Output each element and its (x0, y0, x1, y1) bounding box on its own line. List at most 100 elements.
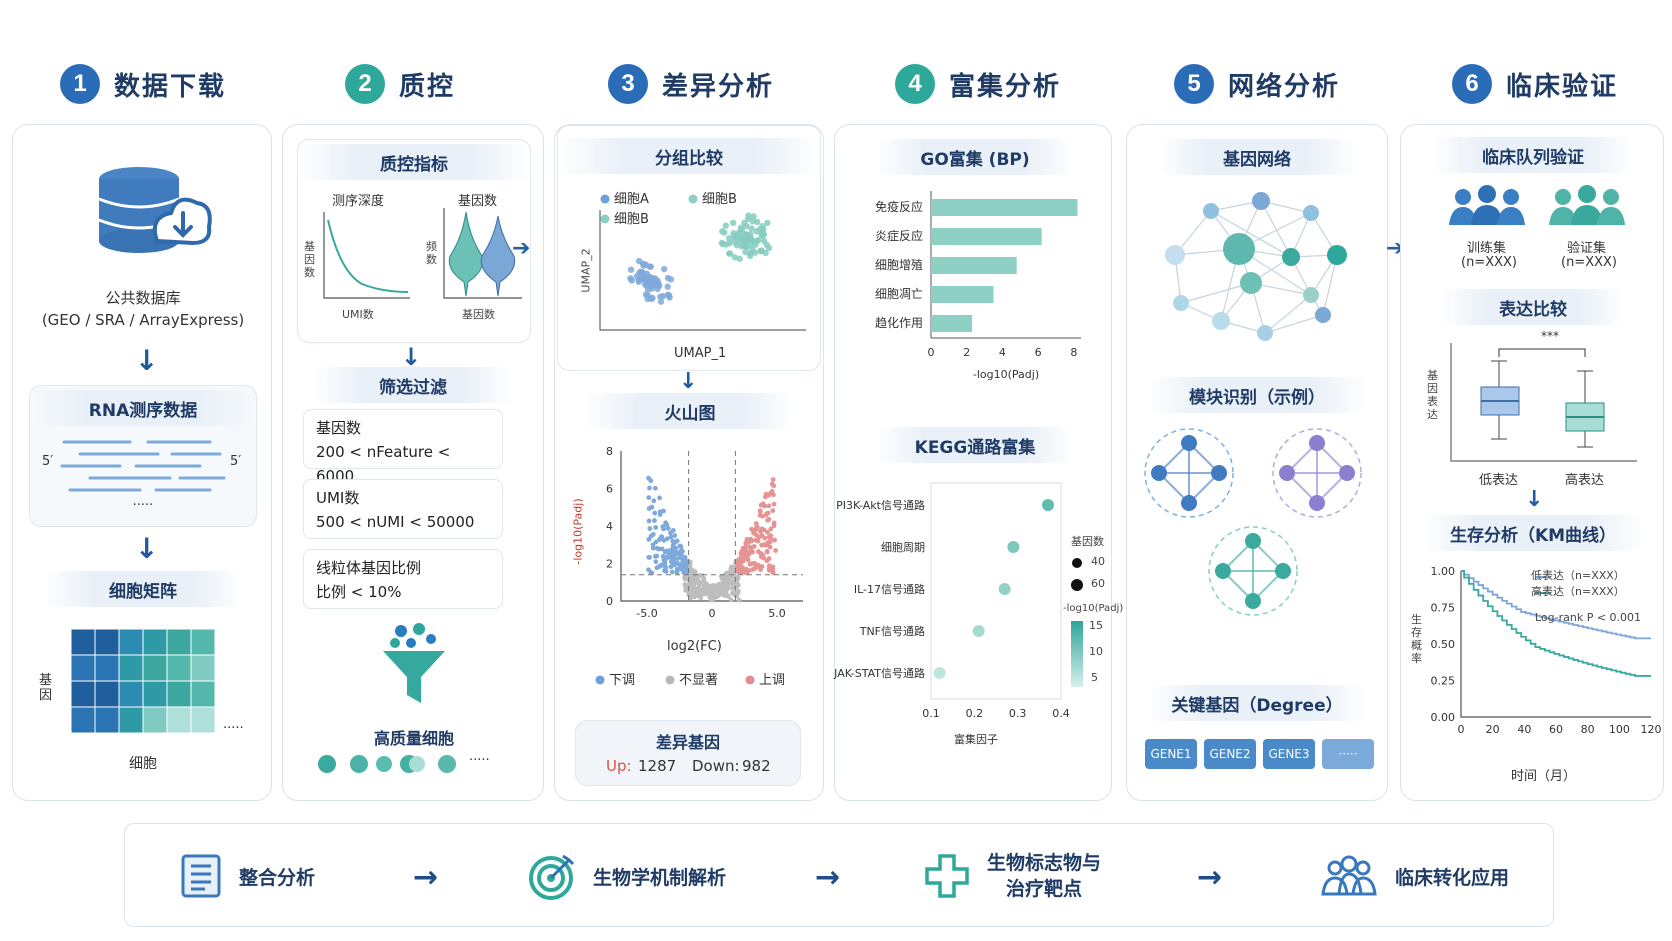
volcano-point-ns (708, 585, 714, 591)
volcano-point-up (753, 521, 759, 527)
volcano-point-up (755, 562, 761, 568)
gene-chip-more[interactable]: ····· (1322, 739, 1374, 769)
umap-point-a (627, 266, 635, 273)
expr-title: 表达比较 (1441, 289, 1625, 325)
volcano-point-ns (698, 595, 704, 601)
go-category-label: 细胞凋亡 (875, 287, 923, 301)
volcano-point-down (659, 562, 665, 568)
column-data-download: 公共数据库 (GEO / SRA / ArrayExpress) ↓ RNA测序… (12, 124, 272, 801)
volcano-point-down (660, 524, 666, 530)
volcano-point-down (652, 518, 657, 523)
km-axes (1460, 571, 1651, 718)
volcano-point-down (647, 526, 653, 531)
umap-point-b (751, 249, 759, 256)
umap-point-a (647, 283, 655, 290)
module-node (1211, 465, 1227, 481)
volcano-point-up (758, 502, 764, 508)
gene-chip-3[interactable]: GENE3 (1263, 739, 1315, 769)
volcano-point-up (764, 558, 770, 564)
color-legend-15: 15 (1089, 619, 1103, 632)
five-prime-right: 5′ (230, 454, 242, 469)
color-legend-10: 10 (1089, 645, 1103, 658)
network-edge (1264, 314, 1324, 334)
km-x-tick: 80 (1581, 723, 1595, 736)
network-edge (1260, 200, 1292, 258)
heatmap-cell (94, 680, 120, 708)
group-compare-box: 分组比较 细胞A 细胞B 细胞B UMAP_2 UMAP_1 (557, 125, 821, 371)
gene-count-label: 基因数 (458, 194, 498, 209)
volcano-point-up (735, 567, 741, 573)
volcano-point-down (678, 544, 684, 550)
volcano-point-down (661, 557, 667, 563)
volcano-point-down (672, 561, 677, 566)
train-group-icon (1449, 185, 1525, 225)
down-arrow: ↓ (135, 344, 159, 377)
volcano-point-down (668, 548, 674, 553)
gene-chip-1[interactable]: GENE1 (1145, 739, 1197, 769)
legend-ns-label: 不显著 (679, 673, 719, 688)
volcano-point-up (746, 568, 752, 573)
volcano-point-down (680, 549, 685, 554)
network-edge (1180, 282, 1252, 304)
go-category-label: 细胞增殖 (875, 257, 923, 272)
umap-point-a (664, 283, 671, 290)
volcano-point-ns (696, 585, 702, 590)
heatmap-cell (70, 680, 96, 708)
legend-up-dot (745, 675, 755, 685)
volcano-y-tick: 4 (606, 520, 613, 533)
umap-point-b (736, 255, 743, 262)
km-legend-high: 高表达（n=XXX） (1531, 585, 1625, 598)
km-y-label: 生存概率 (1411, 613, 1422, 665)
volcano-point-down (670, 538, 676, 544)
go-x-tick: 4 (999, 346, 1006, 359)
up-value: 1287 (638, 757, 677, 775)
hq-cells-label: 高质量细胞 (373, 729, 454, 748)
x-axis-label: UMI数 (342, 308, 374, 321)
go-bar (931, 228, 1042, 245)
volcano-point-down (646, 475, 652, 481)
kegg-category-label: 细胞周期 (881, 541, 925, 554)
volcano-point-down (668, 564, 674, 570)
umap-scatter (599, 210, 806, 331)
step-title: 网络分析 (1228, 71, 1341, 102)
km-y-tick: 0.50 (1431, 638, 1456, 651)
volcano-point-down (671, 553, 677, 559)
volcano-point-down (652, 485, 658, 491)
kegg-x-tick: 0.3 (1009, 707, 1026, 720)
valid-label: 验证集 (1567, 241, 1607, 256)
bottom-arrow: → (1197, 860, 1223, 895)
volcano-point-ns (728, 564, 734, 570)
umap-point-b (753, 218, 761, 226)
volcano-point-up (765, 510, 771, 516)
kegg-x-tick: 0.4 (1052, 707, 1070, 720)
volcano-point-down (646, 567, 651, 573)
heatmap-cell (190, 654, 216, 682)
km-x-tick: 20 (1486, 723, 1500, 736)
go-bar (931, 315, 973, 332)
umap-point-b (729, 219, 737, 227)
medical-cross-icon (925, 854, 969, 898)
volcano-x-label: log2(FC) (667, 639, 722, 654)
volcano-point-down (674, 569, 680, 575)
volcano-point-up (751, 544, 757, 549)
volcano-point-up (770, 477, 776, 482)
volcano-point-up (756, 534, 762, 540)
umap-point-a (627, 275, 634, 282)
umap-point-b (730, 238, 737, 245)
down-arrow: ↓ (135, 532, 159, 565)
step-title: 富集分析 (949, 71, 1062, 102)
heatmap-cell (190, 628, 216, 656)
integrated-analysis-label: 整合分析 (239, 866, 316, 889)
cell-matrix-heatmap (70, 628, 216, 734)
gene-chip-2[interactable]: GENE2 (1204, 739, 1256, 769)
volcano-point-down (646, 554, 652, 560)
km-y-tick: 0.25 (1431, 675, 1456, 688)
umap-point-b (742, 248, 749, 256)
volcano-point-ns (692, 569, 698, 574)
umap-point-b (764, 219, 771, 227)
volcano-point-down (653, 559, 659, 565)
volcano-point-up (765, 517, 771, 523)
rna-seq-box: RNA测序数据 5′ 5′ ····· (29, 385, 257, 527)
volcano-point-up (760, 513, 765, 519)
expression-boxplot (1450, 343, 1637, 462)
